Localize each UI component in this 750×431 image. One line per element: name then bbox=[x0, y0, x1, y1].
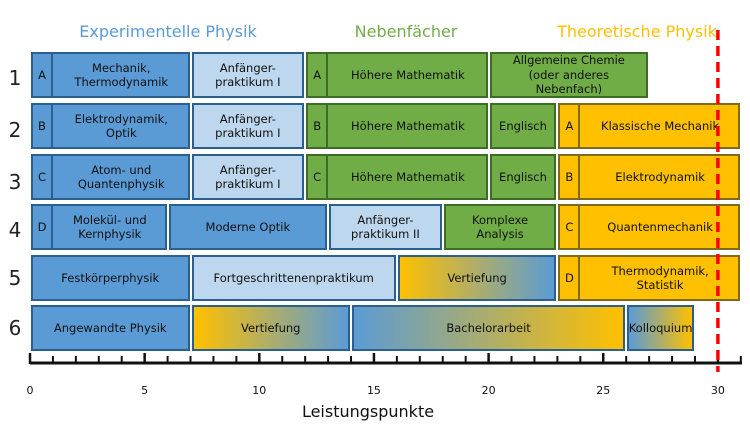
module-block: C Höhere Mathematik bbox=[306, 154, 488, 200]
category-minor-subjects: Nebenfächer bbox=[354, 22, 458, 41]
semester-label-3: 3 bbox=[8, 170, 22, 194]
module-tag: D bbox=[33, 206, 53, 248]
module-label: Allgemeine Chemie(oder anderes Nebenfach… bbox=[512, 53, 625, 97]
module-tag: A bbox=[33, 54, 53, 96]
module-block: Komplexe Analysis bbox=[443, 204, 557, 250]
module-block: Anfänger-praktikum I bbox=[191, 103, 305, 149]
category-experimental-physics: Experimentelle Physik bbox=[79, 22, 257, 41]
x-tick-label: 20 bbox=[481, 384, 496, 397]
module-block: Anfänger-praktikum I bbox=[191, 154, 305, 200]
module-label: Englisch bbox=[499, 169, 547, 184]
x-tick-label: 25 bbox=[596, 384, 611, 397]
module-block: A Höhere Mathematik bbox=[306, 52, 488, 98]
module-label: Englisch bbox=[499, 118, 547, 133]
module-label: Höhere Mathematik bbox=[351, 118, 465, 133]
module-block: Festkörperphysik bbox=[31, 255, 190, 301]
module-block: B Höhere Mathematik bbox=[306, 103, 488, 149]
module-block: Bachelorarbeit bbox=[352, 305, 626, 351]
module-tag: A bbox=[560, 105, 581, 147]
module-block: B Elektrodynamik bbox=[558, 154, 740, 200]
module-block: Englisch bbox=[489, 103, 557, 149]
module-label: Klassische Mechanik bbox=[601, 118, 720, 133]
module-tag: C bbox=[560, 206, 581, 248]
module-block: Vertiefung bbox=[191, 305, 350, 351]
module-label: Mechanik,Thermodynamik bbox=[74, 60, 169, 89]
module-label: Festkörperphysik bbox=[61, 270, 160, 285]
module-label: Elektrodynamik,Optik bbox=[74, 111, 168, 140]
module-block: Angewandte Physik bbox=[31, 305, 190, 351]
module-label: Angewandte Physik bbox=[53, 320, 167, 335]
x-axis-label: Leistungspunkte bbox=[301, 402, 435, 421]
module-label: Anfänger-praktikum II bbox=[351, 212, 420, 241]
module-label: Moderne Optik bbox=[205, 219, 291, 234]
x-tick-label: 10 bbox=[252, 384, 267, 397]
semester-label-6: 6 bbox=[8, 316, 22, 340]
module-label: Bachelorarbeit bbox=[446, 320, 531, 335]
module-label: Thermodynamik,Statistik bbox=[611, 263, 709, 292]
module-block: Anfänger-praktikum I bbox=[191, 52, 305, 98]
module-block: Englisch bbox=[489, 154, 557, 200]
module-block: Allgemeine Chemie(oder anderes Nebenfach… bbox=[489, 52, 649, 98]
semester-label-5: 5 bbox=[8, 266, 22, 290]
module-tag: C bbox=[33, 156, 53, 198]
module-tag: B bbox=[308, 105, 329, 147]
module-tag: B bbox=[560, 156, 581, 198]
module-block: B Elektrodynamik,Optik bbox=[31, 103, 190, 149]
module-tag: D bbox=[560, 257, 581, 299]
module-block: Anfänger-praktikum II bbox=[329, 204, 442, 250]
module-block: D Thermodynamik,Statistik bbox=[558, 255, 740, 301]
category-theoretical-physics: Theoretische Physik bbox=[557, 22, 717, 41]
module-block: Moderne Optik bbox=[168, 204, 328, 250]
module-block: Vertiefung bbox=[397, 255, 557, 301]
semester-label-2: 2 bbox=[8, 118, 22, 142]
module-label: Quantenmechanik bbox=[607, 219, 713, 234]
module-tag: A bbox=[308, 54, 329, 96]
module-block: A Mechanik,Thermodynamik bbox=[31, 52, 190, 98]
x-tick-label: 5 bbox=[141, 384, 149, 397]
module-label: Vertiefung bbox=[447, 270, 507, 285]
semester-label-4: 4 bbox=[8, 218, 22, 242]
module-label: Anfänger-praktikum I bbox=[215, 162, 281, 191]
module-label: Vertiefung bbox=[241, 320, 301, 335]
module-label: Höhere Mathematik bbox=[351, 67, 465, 82]
module-label: Anfänger-praktikum I bbox=[215, 60, 281, 89]
module-tag: B bbox=[33, 105, 53, 147]
module-label: Elektrodynamik bbox=[615, 169, 705, 184]
module-label: Komplexe Analysis bbox=[472, 212, 529, 241]
module-block: C Quantenmechanik bbox=[558, 204, 740, 250]
x-tick-label: 30 bbox=[710, 384, 725, 397]
module-label: Höhere Mathematik bbox=[351, 169, 465, 184]
module-block: A Klassische Mechanik bbox=[558, 103, 740, 149]
module-block: Kolloquium bbox=[627, 305, 694, 351]
module-label: Kolloquium bbox=[628, 320, 693, 335]
x-tick-label: 15 bbox=[366, 384, 381, 397]
semester-label-1: 1 bbox=[8, 66, 22, 90]
module-tag: C bbox=[308, 156, 329, 198]
module-block: Fortgeschrittenenpraktikum bbox=[191, 255, 396, 301]
module-label: Fortgeschrittenenpraktikum bbox=[213, 270, 374, 285]
x-tick-label: 0 bbox=[26, 384, 34, 397]
module-label: Anfänger-praktikum I bbox=[215, 111, 281, 140]
